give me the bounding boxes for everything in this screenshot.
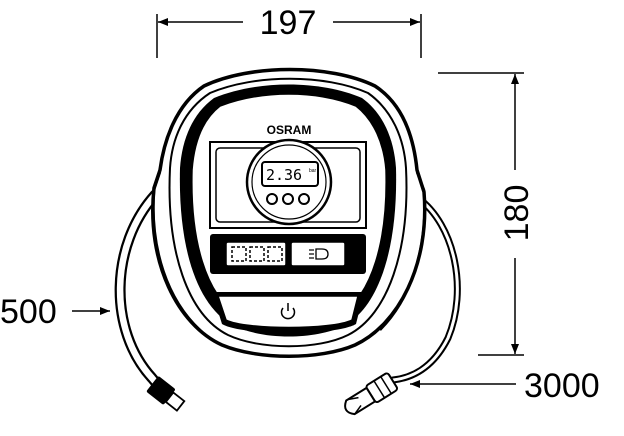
- cable-length-value: 3000: [524, 367, 600, 405]
- height-dimension: 180: [438, 72, 536, 356]
- height-value: 180: [498, 185, 536, 242]
- width-dimension: 197: [156, 4, 422, 58]
- compressor-body: OSRAM 2.36 bar: [151, 67, 427, 358]
- hose-length-value: 500: [0, 293, 57, 331]
- brand-logo: OSRAM: [267, 123, 312, 137]
- power-button[interactable]: [216, 295, 359, 329]
- cigarette-lighter-plug: [344, 372, 398, 416]
- hose-length-callout: 500: [0, 293, 110, 331]
- increase-button[interactable]: [298, 193, 310, 205]
- hose-valve-connector: [146, 376, 186, 412]
- air-hose: [114, 189, 186, 412]
- pressure-gauge: 2.36 bar: [245, 138, 333, 226]
- power-cable: [344, 194, 461, 416]
- secondary-display-digits: [231, 246, 283, 262]
- pressure-readout: 2.36: [266, 166, 302, 184]
- mode-button[interactable]: [282, 193, 294, 205]
- pressure-unit: bar: [309, 168, 317, 174]
- power-icon: [280, 303, 296, 320]
- light-icon: [309, 248, 329, 260]
- secondary-display: [225, 241, 287, 267]
- cable-length-callout: 3000: [410, 367, 600, 405]
- decrease-button[interactable]: [266, 193, 278, 205]
- width-value: 197: [260, 4, 317, 42]
